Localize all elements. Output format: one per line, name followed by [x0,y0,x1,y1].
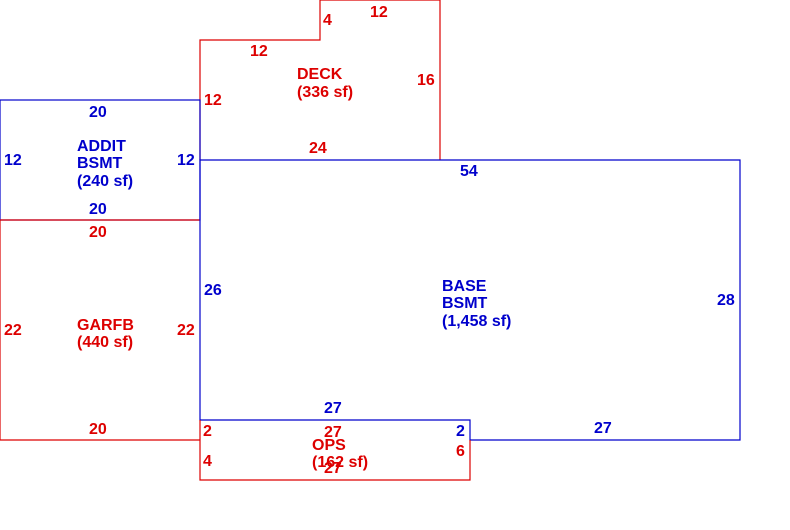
base-dim-bottom-right: 27 [594,420,612,437]
deck-dim-right: 16 [417,72,435,89]
deck-area: (336 sf) [297,84,353,101]
base-dim-bottom-left: 27 [324,400,342,417]
garfb-dim-top: 20 [89,224,107,241]
garfb-outline [0,219,200,441]
ops-dim-top: 27 [324,424,342,441]
base-dim-top: 54 [460,163,478,180]
deck-dim-notch: 4 [323,12,332,29]
addit-dim-right: 12 [177,152,195,169]
addit-area: (240 sf) [77,173,133,190]
deck-name: DECK [297,66,343,83]
garfb-dim-bottom: 20 [89,421,107,438]
garfb-dim-left: 22 [4,322,22,339]
base-name-line1: BASE [442,278,487,295]
addit-name-line2: BSMT [77,155,123,172]
base-dim-right: 28 [717,292,735,309]
ops-dim-bottom: 27 [324,460,342,477]
addit-dim-bottom: 20 [89,201,107,218]
deck-dim-top-left: 12 [250,43,268,60]
base-dim-step-left: 2 [456,423,465,440]
ops-outline [199,420,471,481]
base-name-line2: BSMT [442,295,488,312]
addit-name-line1: ADDIT [77,138,126,155]
ops-area: (162 sf) [312,454,368,471]
ops-dim-left: 4 [203,453,212,470]
base-dim-left: 26 [204,282,222,299]
deck-dim-left: 12 [204,92,222,109]
garfb-dim-right: 22 [177,322,195,339]
ops-dim-right: 6 [456,443,465,460]
base-area: (1,458 sf) [442,313,511,330]
garfb-area: (440 sf) [77,334,133,351]
deck-outline [199,0,441,160]
ops-name: OPS [312,437,346,454]
addit-dim-top: 20 [89,104,107,121]
deck-dim-bottom: 24 [309,140,327,157]
ops-dim-step-left: 2 [203,423,212,440]
garfb-name: GARFB [77,317,134,334]
addit-dim-left: 12 [4,152,22,169]
deck-dim-top-right: 12 [370,4,388,21]
